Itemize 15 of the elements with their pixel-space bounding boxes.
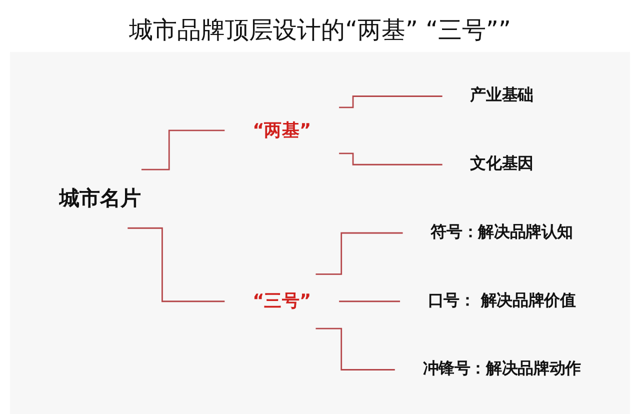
node-text: 口号： 解决品牌价值 (428, 291, 576, 310)
node-text: 符号：解决品牌认知 (430, 223, 574, 242)
connector (339, 96, 442, 108)
connector (339, 152, 442, 166)
node-text: 冲锋号：解决品牌动作 (422, 360, 581, 378)
node-text: “两基” (252, 120, 312, 140)
connector (316, 232, 403, 275)
connector (128, 227, 225, 302)
node-text: “三号” (252, 290, 312, 312)
diagram-title: 城市品牌顶层设计的“两基” “三号”” (129, 15, 511, 46)
connector (316, 328, 395, 370)
connector (141, 130, 225, 170)
connector (339, 300, 400, 302)
node-text: 产业基础 (470, 86, 534, 105)
node-text: 文化基因 (470, 154, 534, 174)
